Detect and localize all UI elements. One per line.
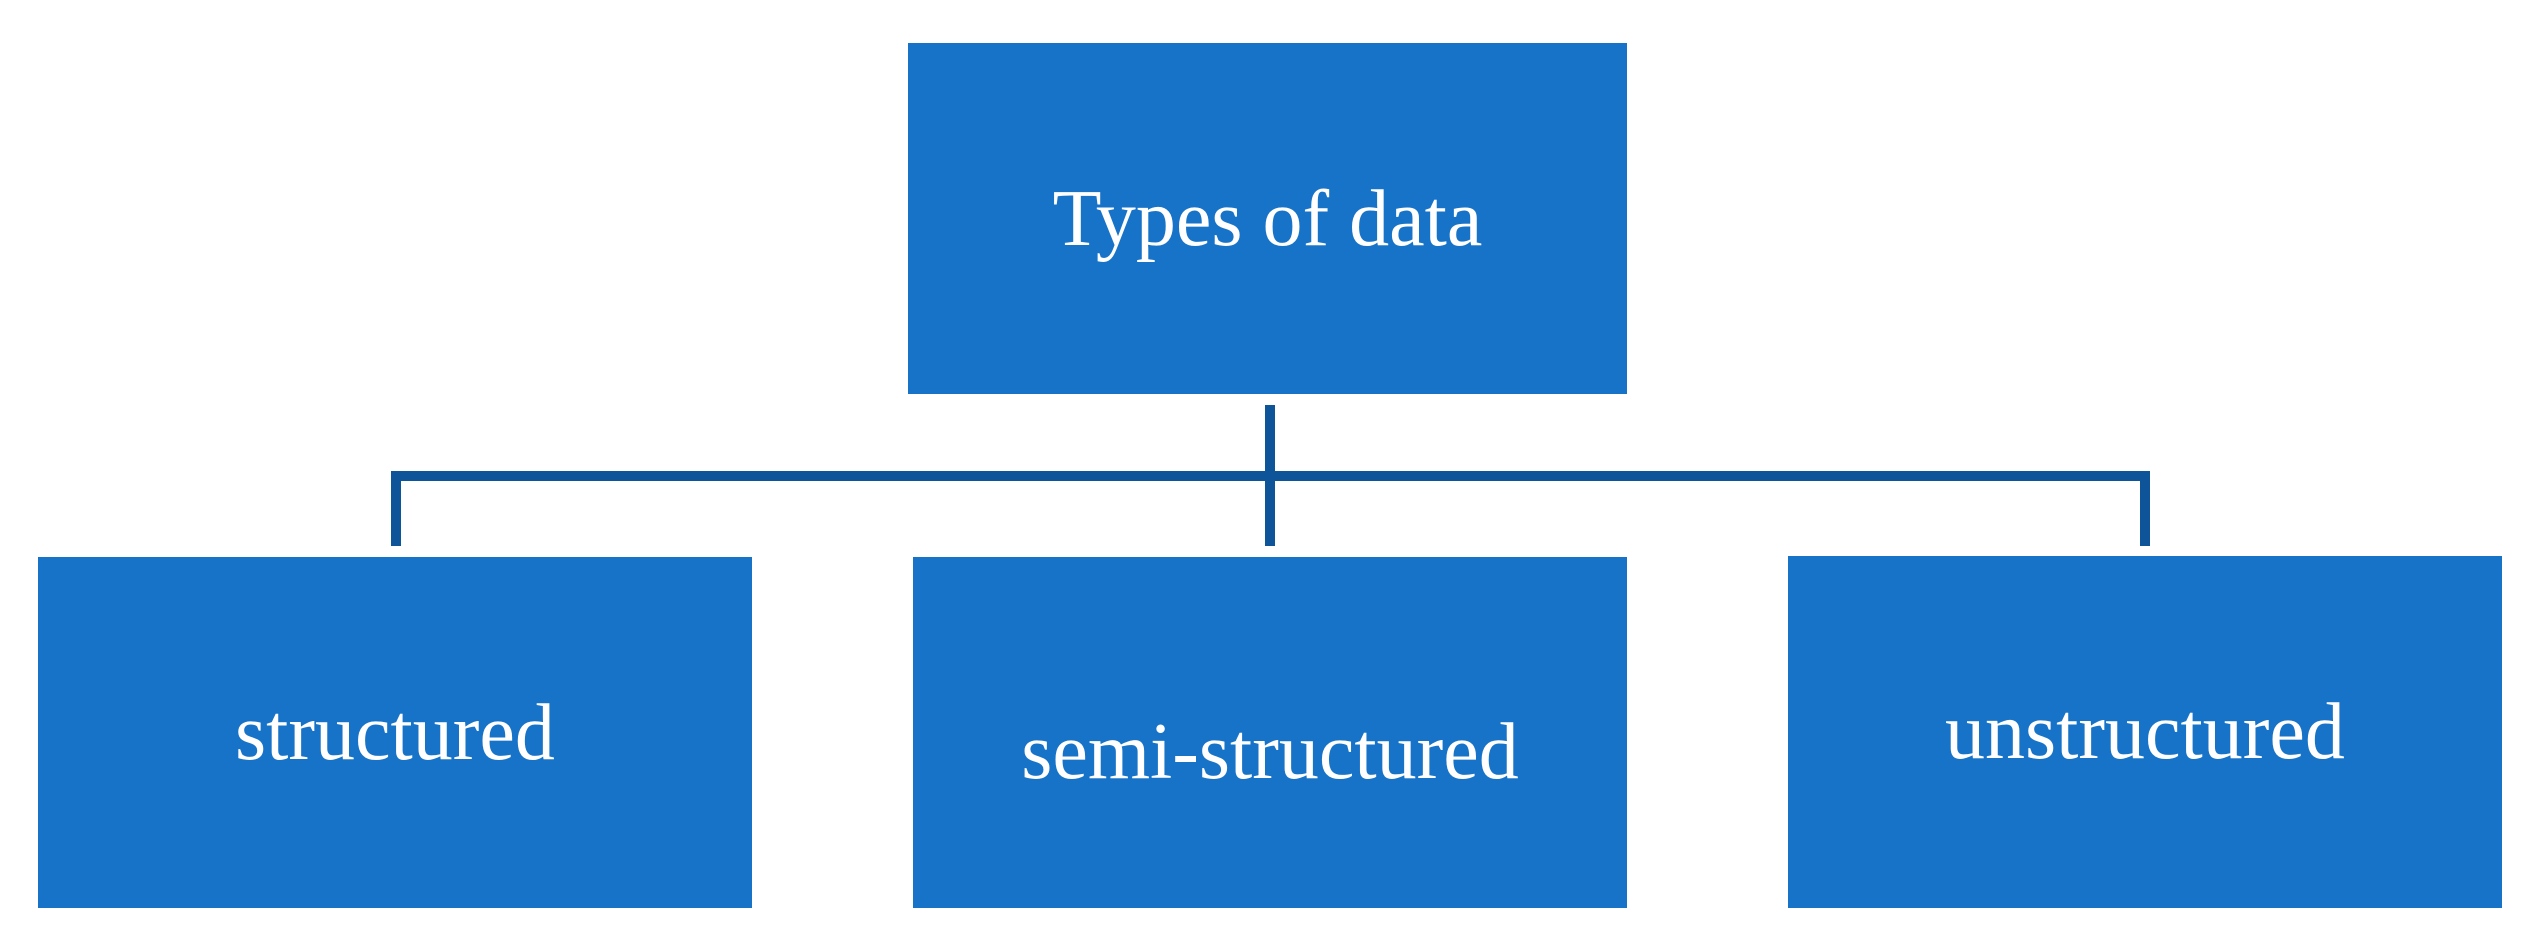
connector-drop-unstructured [2140,481,2150,546]
connector-drop-semi-structured [1265,481,1275,546]
node-structured: structured [38,557,752,908]
connector-root-stem [1265,405,1275,471]
node-types-of-data-label: Types of data [1052,174,1483,263]
connector-horizontal-rail [391,471,2150,481]
node-unstructured-label: unstructured [1945,688,2345,776]
node-semi-structured-label: semi-structured [1021,707,1519,796]
node-semi-structured: semi-structured [913,557,1627,908]
connector-drop-structured [391,481,401,546]
node-structured-label: structured [235,688,555,777]
node-unstructured: unstructured [1788,556,2502,908]
node-types-of-data: Types of data [908,43,1627,394]
